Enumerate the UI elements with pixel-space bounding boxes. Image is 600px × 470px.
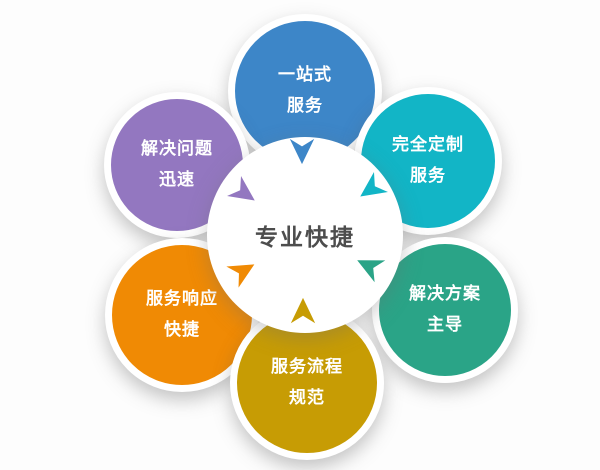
node-label-line: 解决问题: [141, 138, 213, 159]
arrow-from-top-right-icon: [350, 168, 392, 210]
arrow-from-bottom-left-icon: [223, 251, 264, 292]
node-label-line: 完全定制: [392, 134, 464, 155]
node-label-line: 主导: [427, 315, 463, 335]
node-label-line: 规范: [289, 388, 325, 408]
arrow-shape: [290, 297, 316, 324]
node-label-line: 服务响应: [146, 288, 218, 309]
arrow-shape: [289, 138, 315, 165]
center-circle: 专业快捷: [207, 137, 403, 333]
arrow-from-top-left-icon: [223, 172, 265, 214]
arrow-shape: [227, 176, 255, 201]
arrow-from-bottom-icon: [288, 296, 318, 326]
node-label-line: 迅速: [159, 170, 195, 190]
center-label: 专业快捷: [255, 225, 355, 251]
arrow-from-top-icon: [287, 136, 317, 166]
arrow-from-bottom-right-icon: [349, 246, 389, 286]
node-label-line: 服务: [287, 96, 323, 116]
arrow-shape: [360, 172, 388, 197]
arrow-shape: [226, 264, 255, 288]
node-label-line: 服务流程: [271, 356, 343, 377]
node-label-line: 服务: [410, 166, 446, 186]
node-label-line: 快捷: [164, 320, 200, 340]
arrow-shape: [357, 260, 386, 283]
node-label-line: 一站式: [278, 64, 332, 85]
node-label-line: 解决方案: [409, 283, 481, 304]
